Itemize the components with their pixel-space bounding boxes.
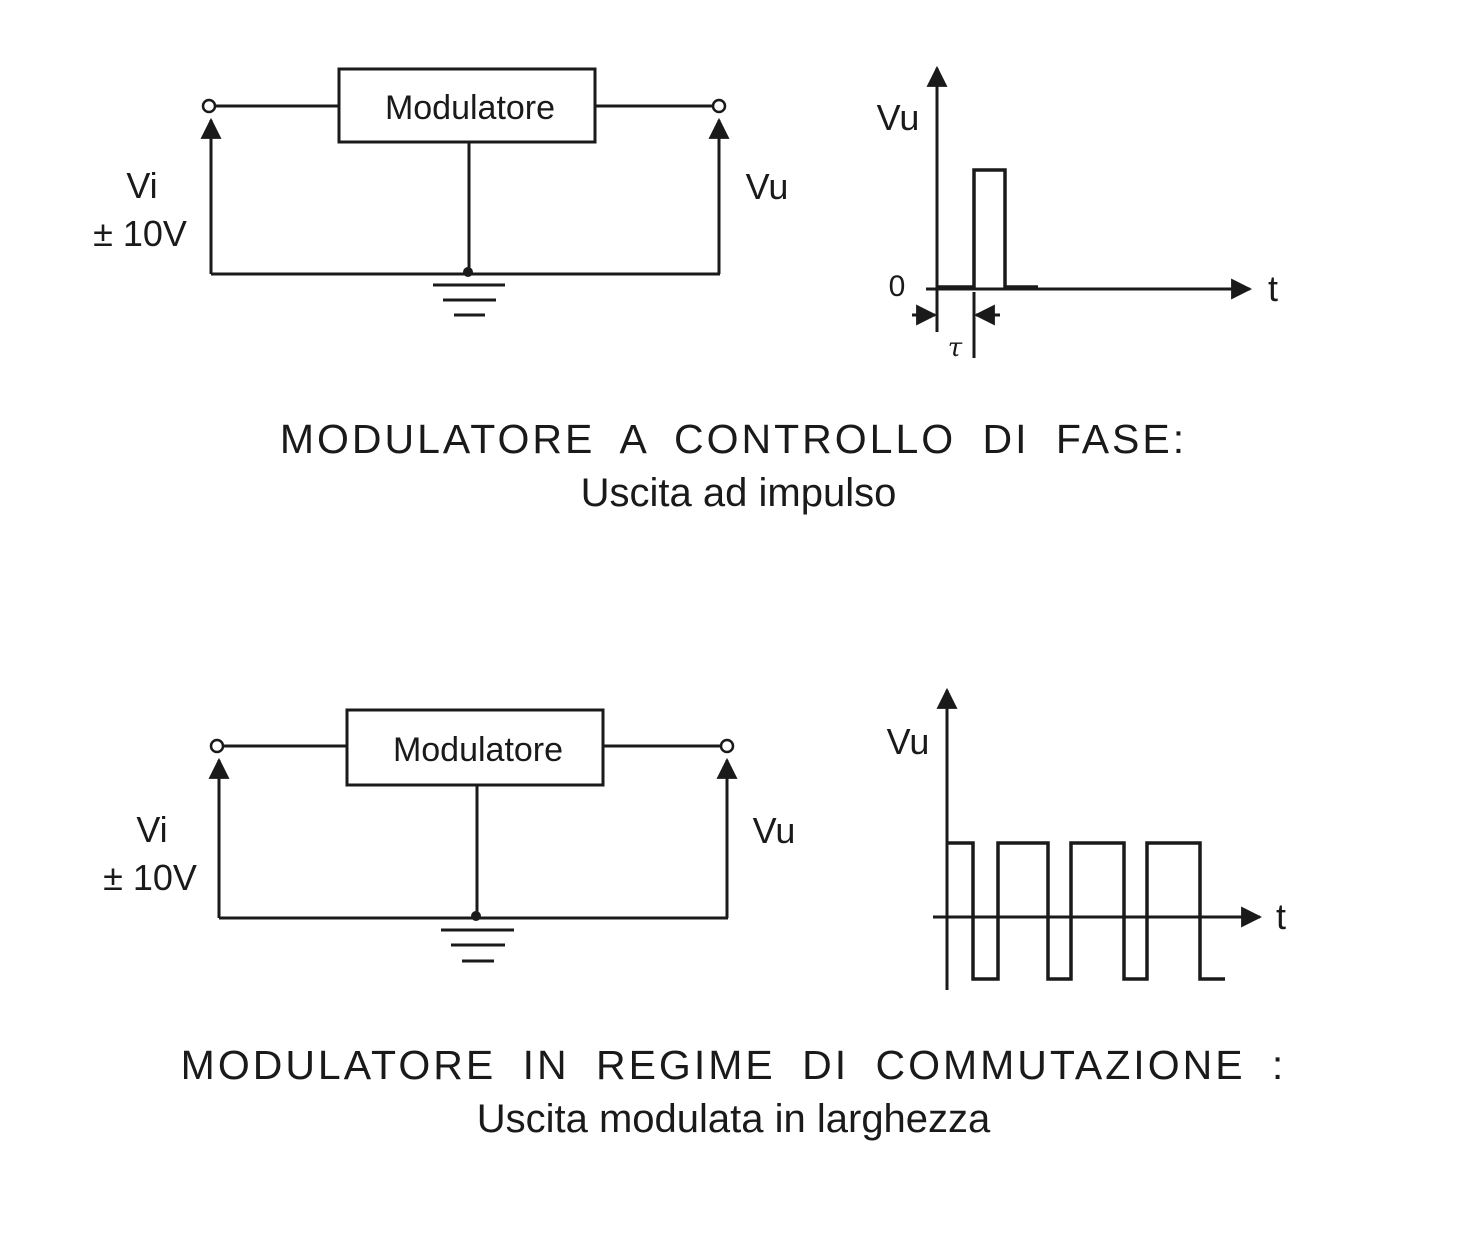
- pwm-graph-x-label: t: [1276, 896, 1286, 937]
- circuit-1: Modulatore Vi ± 10V Vu: [93, 67, 789, 317]
- pulse-width-label: τ: [948, 333, 963, 363]
- ground-node-2: [471, 911, 481, 921]
- input-label-1: Vi: [126, 165, 157, 206]
- pulse-graph-y-label: Vu: [877, 97, 920, 138]
- input-range-2: ± 10V: [103, 857, 197, 898]
- input-label-2: Vi: [136, 809, 167, 850]
- ground-symbol-2: [441, 928, 514, 963]
- modulator-block-2: [345, 708, 605, 787]
- input-terminal-2: [209, 738, 225, 754]
- input-terminal-1: [201, 98, 217, 114]
- caption-2: MODULATORE IN REGIME DI COMMUTAZIONE : U…: [0, 1042, 1467, 1142]
- output-label-2: Vu: [753, 810, 796, 851]
- modulator-block-2-label: Modulatore: [393, 731, 563, 769]
- modulator-block-1-label: Modulatore: [385, 89, 555, 127]
- output-label-1: Vu: [746, 166, 789, 207]
- pulse-graph: Vu t 0 τ: [877, 65, 1278, 363]
- caption-1-title: MODULATORE A CONTROLLO DI FASE:: [279, 416, 1188, 462]
- pwm-graph-y-label: Vu: [887, 721, 930, 762]
- pulse-graph-origin-label: 0: [889, 270, 906, 303]
- caption-1: MODULATORE A CONTROLLO DI FASE: Uscita a…: [0, 416, 1467, 516]
- output-terminal-2: [719, 738, 735, 754]
- output-terminal-1: [711, 98, 727, 114]
- caption-2-subtitle: Uscita modulata in larghezza: [476, 1097, 991, 1141]
- caption-2-title: MODULATORE IN REGIME DI COMMUTAZIONE :: [180, 1042, 1287, 1088]
- caption-1-subtitle: Uscita ad impulso: [580, 471, 897, 515]
- pwm-graph: Vu t: [887, 687, 1286, 990]
- pwm-waveform: [947, 841, 1225, 981]
- circuit-2: Modulatore Vi ± 10V Vu: [103, 708, 796, 963]
- ground-symbol-1: [433, 283, 505, 317]
- pulse-graph-x-label: t: [1268, 268, 1278, 309]
- pulse-waveform: [937, 168, 1038, 289]
- ground-node-1: [463, 267, 473, 277]
- input-range-1: ± 10V: [93, 213, 187, 254]
